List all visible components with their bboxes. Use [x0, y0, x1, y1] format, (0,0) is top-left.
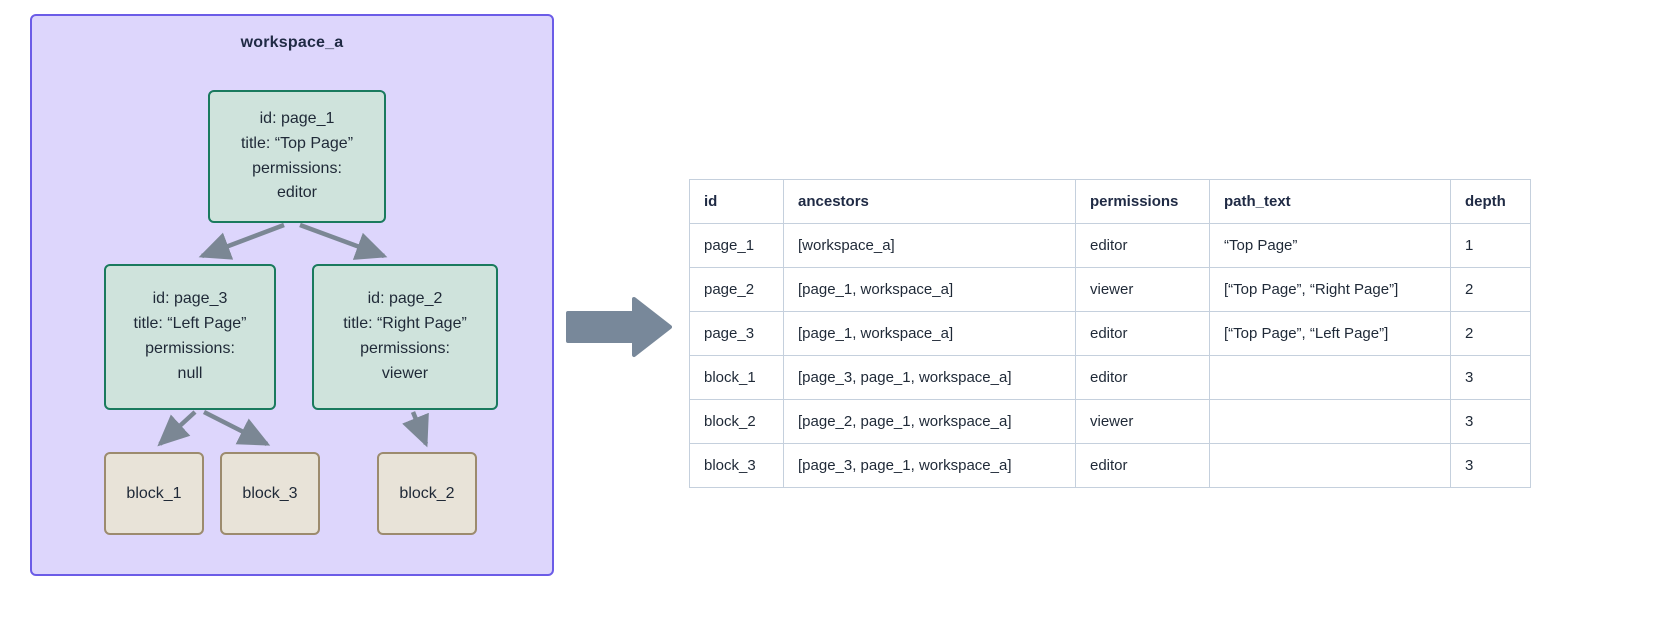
cell-id: block_2: [689, 399, 784, 444]
node-page_2-line-3: viewer: [381, 364, 429, 382]
node-block_2[interactable]: block_2: [377, 452, 477, 535]
cell-permissions: viewer: [1075, 267, 1210, 312]
node-block_1-label: block_1: [126, 484, 182, 502]
cell-depth: 2: [1450, 311, 1531, 356]
workspace-title: workspace_a: [240, 34, 344, 51]
cell-ancestors: [page_1, workspace_a]: [783, 267, 1076, 312]
node-page_1-line-0: id: page_1: [259, 109, 335, 127]
cell-id: block_1: [689, 355, 784, 400]
node-page_3[interactable]: id: page_3 title: “Left Page” permission…: [104, 264, 276, 410]
node-page_2-line-0: id: page_2: [367, 290, 443, 308]
table-row[interactable]: block_2 [page_2, page_1, workspace_a] vi…: [689, 399, 1531, 444]
node-page_3-line-1: title: “Left Page”: [133, 315, 247, 333]
cell-id: page_2: [689, 267, 784, 312]
cell-ancestors: [page_1, workspace_a]: [783, 311, 1076, 356]
cell-permissions: editor: [1075, 443, 1210, 488]
cell-id: page_3: [689, 311, 784, 356]
workspace-container: workspace_a id: page_1 title: “Top Page”…: [30, 14, 554, 576]
cell-depth: 2: [1450, 267, 1531, 312]
node-block_1[interactable]: block_1: [104, 452, 204, 535]
cell-depth: 1: [1450, 223, 1531, 268]
node-page_2[interactable]: id: page_2 title: “Right Page” permissio…: [312, 264, 498, 410]
cell-depth: 3: [1450, 443, 1531, 488]
result-table-container: id ancestors permissions path_text depth…: [689, 179, 1531, 488]
edge-page_1-to-page_3: [198, 222, 285, 260]
cell-permissions: viewer: [1075, 399, 1210, 444]
edge-page_1-to-page_2: [299, 222, 388, 260]
result-table: id ancestors permissions path_text depth…: [689, 179, 1531, 488]
node-block_3-label: block_3: [242, 484, 298, 502]
cell-path_text: [“Top Page”, “Right Page”]: [1209, 267, 1451, 312]
cell-permissions: editor: [1075, 223, 1210, 268]
table-row[interactable]: block_1 [page_3, page_1, workspace_a] ed…: [689, 355, 1531, 400]
node-block_2-label: block_2: [399, 484, 455, 502]
cell-depth: 3: [1450, 399, 1531, 444]
cell-path_text: [1209, 443, 1451, 488]
edge-page_3-to-block_1: [157, 410, 197, 447]
cell-path_text: [“Top Page”, “Left Page”]: [1209, 311, 1451, 356]
table-row[interactable]: page_3 [page_1, workspace_a] editor [“To…: [689, 311, 1531, 356]
node-page_2-line-2: permissions:: [360, 340, 450, 357]
edge-page_3-to-block_3: [202, 409, 271, 447]
node-page_1-line-3: editor: [276, 184, 318, 202]
node-page_3-line-3: null: [177, 364, 203, 382]
cell-id: block_3: [689, 443, 784, 488]
cell-id: page_1: [689, 223, 784, 268]
cell-ancestors: [page_3, page_1, workspace_a]: [783, 355, 1076, 400]
table-row[interactable]: page_1 [workspace_a] editor “Top Page” 1: [689, 223, 1531, 268]
node-block_3[interactable]: block_3: [220, 452, 320, 535]
cell-path_text: [1209, 355, 1451, 400]
column-header-permissions[interactable]: permissions: [1075, 179, 1210, 224]
transform-arrow-icon: [566, 297, 672, 357]
table-header-row: id ancestors permissions path_text depth: [689, 179, 1531, 224]
table-row[interactable]: page_2 [page_1, workspace_a] viewer [“To…: [689, 267, 1531, 312]
column-header-ancestors[interactable]: ancestors: [783, 179, 1076, 224]
column-header-id[interactable]: id: [689, 179, 784, 224]
cell-depth: 3: [1450, 355, 1531, 400]
edge-page_2-to-block_2: [402, 411, 429, 448]
cell-permissions: editor: [1075, 311, 1210, 356]
cell-ancestors: [page_2, page_1, workspace_a]: [783, 399, 1076, 444]
cell-permissions: editor: [1075, 355, 1210, 400]
node-page_1[interactable]: id: page_1 title: “Top Page” permissions…: [208, 90, 386, 223]
node-page_1-line-2: permissions:: [252, 159, 342, 177]
node-page_3-line-0: id: page_3: [152, 290, 228, 308]
column-header-path_text[interactable]: path_text: [1209, 179, 1451, 224]
node-page_2-line-1: title: “Right Page”: [343, 315, 467, 333]
cell-ancestors: [workspace_a]: [783, 223, 1076, 268]
cell-ancestors: [page_3, page_1, workspace_a]: [783, 443, 1076, 488]
cell-path_text: “Top Page”: [1209, 223, 1451, 268]
cell-path_text: [1209, 399, 1451, 444]
table-row[interactable]: block_3 [page_3, page_1, workspace_a] ed…: [689, 443, 1531, 488]
node-page_3-line-2: permissions:: [145, 340, 235, 357]
column-header-depth[interactable]: depth: [1450, 179, 1531, 224]
node-page_1-line-1: title: “Top Page”: [240, 134, 354, 152]
